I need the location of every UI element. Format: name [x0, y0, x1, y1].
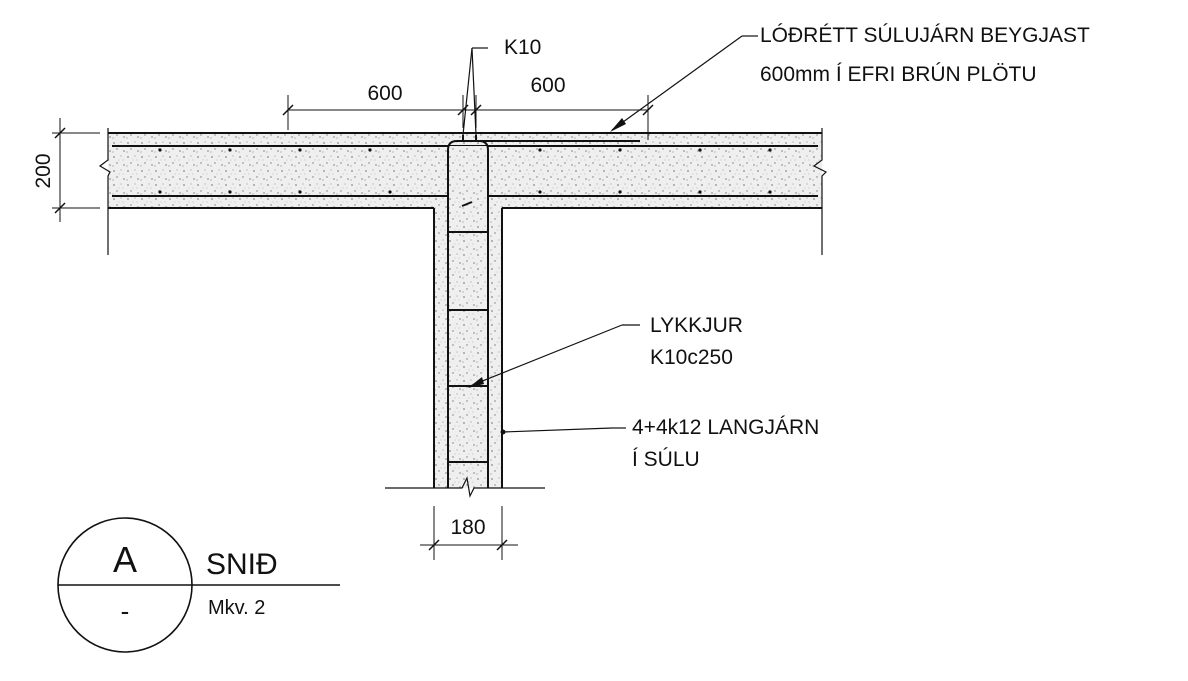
dimension-top: 600 600 — [282, 74, 654, 140]
dimension-slab-label: 200 — [32, 153, 55, 188]
section-mark: A - SNIÐ Mkv. 2 — [57, 517, 340, 653]
dimension-right-overlap: 600 — [530, 74, 565, 97]
callout-k10-label: K10 — [504, 36, 541, 59]
section-title: SNIÐ — [206, 548, 278, 581]
section-scale: Mkv. 2 — [208, 597, 265, 619]
dimension-column-width: 180 — [420, 506, 518, 560]
callout-long-bars: 4+4k12 LANGJÁRN Í SÚLU — [500, 416, 819, 471]
callout-ties-line2: K10c250 — [650, 346, 733, 369]
callout-long-bars-line2: Í SÚLU — [632, 448, 700, 471]
section-sheet: - — [121, 596, 130, 626]
column — [385, 146, 545, 498]
callout-vertical-bars: LÓÐRÉTT SÚLUJÁRN BEYGJAST 600mm Í EFRI B… — [610, 24, 1090, 132]
column-vertical-bars — [447, 135, 640, 488]
section-letter: A — [113, 539, 137, 580]
dimension-slab-thickness: 200 — [32, 118, 100, 222]
callout-ties-line1: LYKKJUR — [650, 314, 743, 337]
callout-ties: LYKKJUR K10c250 — [468, 314, 743, 388]
callout-long-bars-line1: 4+4k12 LANGJÁRN — [632, 416, 819, 439]
callout-vertical-bars-line2: 600mm Í EFRI BRÚN PLÖTU — [760, 63, 1037, 86]
column-ties — [448, 201, 488, 463]
callout-k10: K10 — [462, 36, 541, 136]
dimension-left-overlap: 600 — [367, 82, 402, 105]
dimension-column-label: 180 — [450, 516, 485, 539]
callout-vertical-bars-line1: LÓÐRÉTT SÚLUJÁRN BEYGJAST — [760, 24, 1090, 47]
